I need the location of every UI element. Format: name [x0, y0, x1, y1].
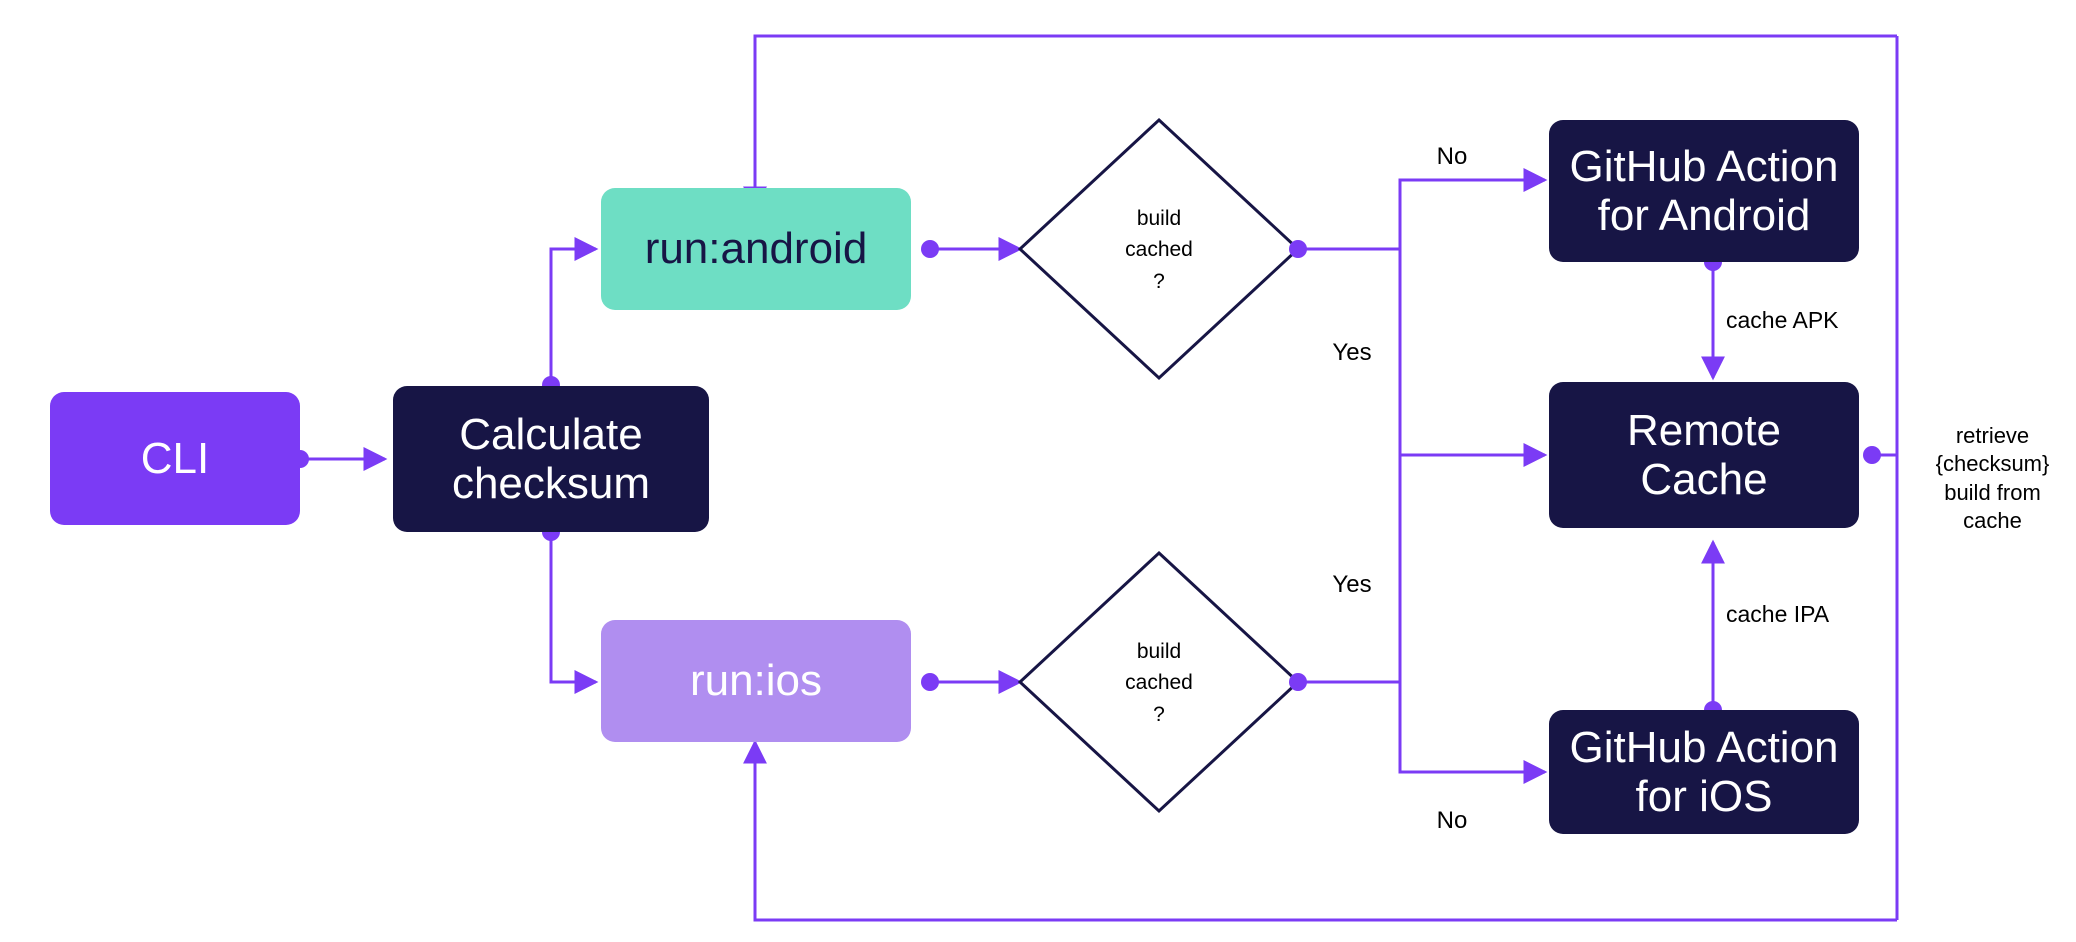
edge-label-android-no-text: No [1436, 142, 1468, 170]
node-cli[interactable]: CLI [50, 392, 300, 525]
edge-ios-no [1398, 682, 1548, 784]
edge-label-cache-ipa: cache IPA [1726, 600, 1906, 630]
edge-label-android-yes-text: Yes [1332, 338, 1372, 366]
edge-label-cache-apk-text: cache APK [1726, 307, 1839, 334]
edge-checksum-to-android [549, 237, 599, 385]
node-run-android-label: run:android [644, 224, 868, 274]
dot-android-out [921, 240, 939, 258]
node-run-ios[interactable]: run:ios [601, 620, 911, 742]
edge-label-ios-yes: Yes [1312, 570, 1392, 600]
edge-checksum-to-ios [549, 532, 599, 694]
edge-label-cache-apk: cache APK [1726, 306, 1906, 336]
annotation-retrieve-note-text: retrieve {checksum} build from cache [1935, 422, 2050, 534]
node-github-action-android-label: GitHub Action for Android [1569, 141, 1839, 240]
dot-decision-android-out [1289, 240, 1307, 258]
node-calculate-checksum-label: Calculate checksum [451, 409, 651, 508]
diamond-android-label: build cached ? [1079, 207, 1239, 293]
node-run-ios-label: run:ios [689, 656, 823, 706]
edge-label-ios-no: No [1412, 806, 1492, 836]
edge-label-android-yes: Yes [1312, 338, 1392, 368]
diamond-android-text: build cached ? [1125, 206, 1193, 293]
edge-android-no [1398, 168, 1548, 249]
node-run-android[interactable]: run:android [601, 188, 911, 310]
dot-remotecache-right [1863, 446, 1881, 464]
node-github-action-ios[interactable]: GitHub Action for iOS [1549, 710, 1859, 834]
edge-label-ios-no-text: No [1436, 806, 1468, 834]
dot-ios-out [921, 673, 939, 691]
node-remote-cache-label: Remote Cache [1626, 405, 1782, 504]
dot-decision-ios-out [1289, 673, 1307, 691]
node-remote-cache[interactable]: Remote Cache [1549, 382, 1859, 528]
diamond-ios-text: build cached ? [1125, 639, 1193, 726]
node-calculate-checksum[interactable]: Calculate checksum [393, 386, 709, 532]
node-github-action-android[interactable]: GitHub Action for Android [1549, 120, 1859, 262]
edge-label-ios-yes-text: Yes [1332, 570, 1372, 598]
edge-label-android-no: No [1412, 142, 1492, 172]
edge-android-yes [1398, 249, 1548, 467]
edge-label-cache-ipa-text: cache IPA [1726, 601, 1830, 628]
diamond-ios-label: build cached ? [1079, 640, 1239, 726]
annotation-retrieve-note: retrieve {checksum} build from cache [1915, 393, 2070, 536]
node-github-action-ios-label: GitHub Action for iOS [1569, 722, 1839, 821]
node-cli-label: CLI [140, 433, 210, 483]
